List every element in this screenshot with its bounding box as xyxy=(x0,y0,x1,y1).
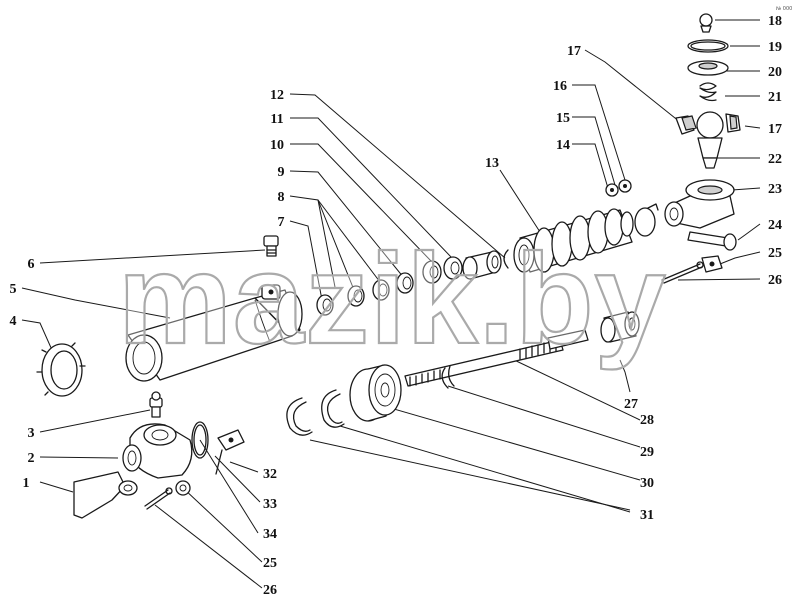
callout-25-left: 25 xyxy=(263,556,277,571)
callout-23: 23 xyxy=(768,182,782,197)
callout-25-right: 25 xyxy=(768,246,782,261)
callout-10: 10 xyxy=(270,138,284,153)
callout-19: 19 xyxy=(768,40,782,55)
callout-12: 12 xyxy=(270,88,284,103)
callout-31: 31 xyxy=(640,508,654,523)
part-22-ball-pin xyxy=(696,111,724,169)
callout-20: 20 xyxy=(768,65,782,80)
callout-32: 32 xyxy=(263,467,277,482)
callout-11: 11 xyxy=(270,112,283,127)
part-4-ring-nut xyxy=(36,342,86,397)
part-26-cotter-right xyxy=(661,261,704,284)
callout-2: 2 xyxy=(28,451,35,466)
part-30-piston xyxy=(349,364,402,422)
callout-33: 33 xyxy=(263,497,277,512)
part-33-34-rings xyxy=(191,421,209,459)
part-3-fitting xyxy=(149,391,163,418)
callout-4: 4 xyxy=(10,314,17,329)
part-29-ring xyxy=(441,365,455,389)
part-2-housing xyxy=(122,423,193,479)
corner-mark: № 000 xyxy=(776,6,792,12)
callout-14: 14 xyxy=(556,138,570,153)
part-27-bushing xyxy=(600,311,640,343)
callout-18: 18 xyxy=(768,14,782,29)
watermark-text: mazik.by xyxy=(118,228,667,371)
part-18-cap xyxy=(699,13,713,33)
part-31-lock-rings xyxy=(286,389,345,436)
part-25-nut-right xyxy=(701,255,723,273)
leader-lines xyxy=(21,19,761,589)
part-15-16-nuts xyxy=(605,179,632,197)
part-26-pin-left xyxy=(144,487,173,510)
callout-8: 8 xyxy=(278,190,285,205)
part-21-spring xyxy=(699,82,717,102)
part-1-lever xyxy=(73,471,138,519)
callout-27: 27 xyxy=(624,397,638,412)
part-25-washer-left xyxy=(175,480,191,496)
part-6-fitting xyxy=(263,235,279,257)
callout-30: 30 xyxy=(640,476,654,491)
callout-5: 5 xyxy=(10,282,17,297)
callout-numbers: 1 2 3 4 5 6 7 8 9 10 11 12 13 14 15 16 1… xyxy=(10,14,783,598)
callout-9: 9 xyxy=(278,165,285,180)
callout-26-left: 26 xyxy=(263,583,277,598)
callout-15: 15 xyxy=(556,111,570,126)
callout-16: 16 xyxy=(553,79,567,94)
part-20-plate xyxy=(687,60,729,76)
callout-17-top: 17 xyxy=(567,44,581,59)
callout-22: 22 xyxy=(768,152,782,167)
callout-6: 6 xyxy=(28,257,35,272)
callout-21: 21 xyxy=(768,90,782,105)
callout-26-right: 26 xyxy=(768,273,782,288)
callout-28: 28 xyxy=(640,413,654,428)
callout-24: 24 xyxy=(768,218,782,233)
part-19-circlip xyxy=(687,39,729,53)
part-14-clamp xyxy=(634,203,659,237)
part-9-ring xyxy=(396,272,414,294)
callout-17-right: 17 xyxy=(768,122,782,137)
part-11-bushing xyxy=(443,256,463,280)
part-12-snap-ring xyxy=(503,249,509,269)
part-7-ring xyxy=(316,294,334,316)
part-24-bolt xyxy=(687,231,737,251)
callout-13: 13 xyxy=(485,156,499,171)
part-10-bushing xyxy=(422,260,442,284)
part-13-boot xyxy=(513,208,634,273)
part-17-liners xyxy=(675,113,741,135)
callout-1: 1 xyxy=(23,476,30,491)
part-23-rod-end xyxy=(664,179,735,229)
part-12-sleeve xyxy=(462,250,502,280)
part-32-castle-nut xyxy=(215,429,245,475)
callout-7: 7 xyxy=(278,215,285,230)
callout-3: 3 xyxy=(28,426,35,441)
part-5-cylinder xyxy=(125,284,303,382)
part-28-rod xyxy=(404,329,589,387)
callout-29: 29 xyxy=(640,445,654,460)
part-8-rings xyxy=(347,279,390,307)
callout-34: 34 xyxy=(263,527,277,542)
